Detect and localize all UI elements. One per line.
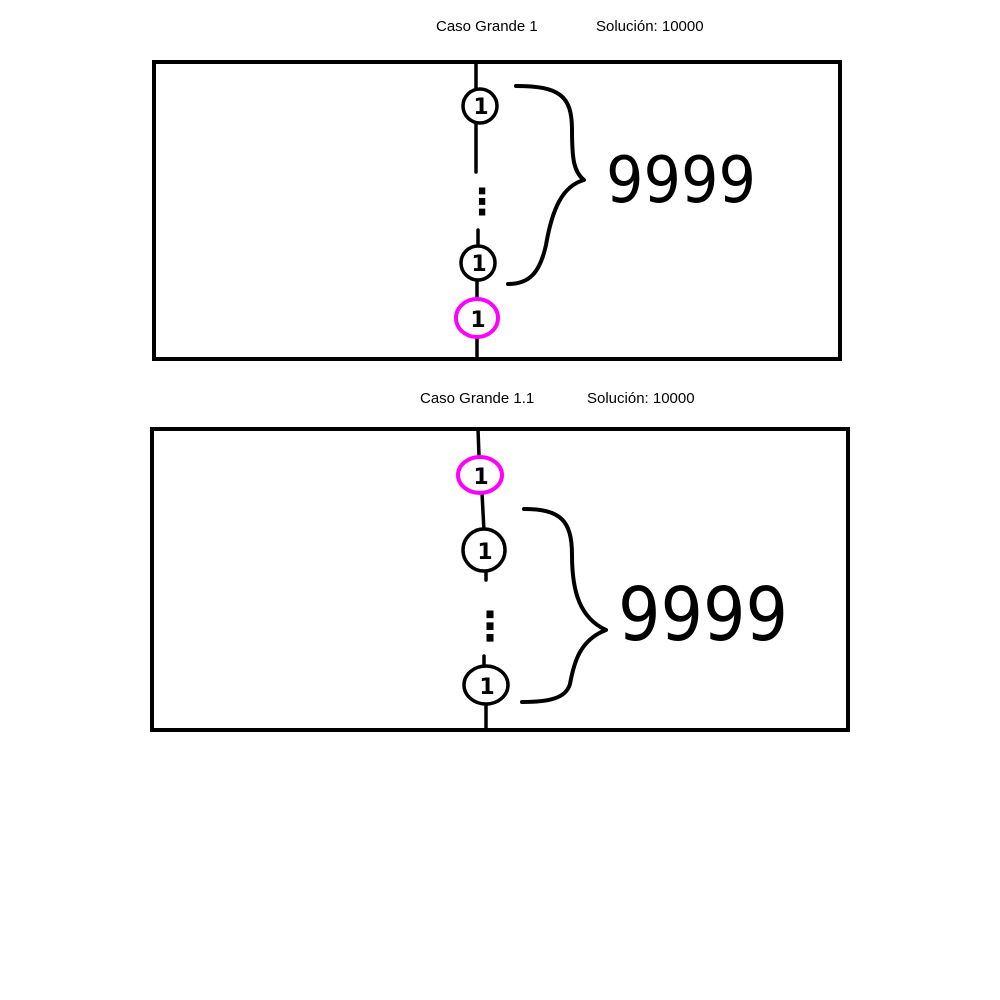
case1-panel: 1 ⋮ 1 1 9999 (152, 60, 842, 361)
case2-node-bottom-label: 1 (479, 675, 494, 700)
case1-node-top-label: 1 (473, 95, 488, 120)
case1-brace (506, 84, 586, 286)
case1-solution: Solución: 10000 (596, 18, 704, 35)
case2-group-count: 9999 (618, 572, 788, 658)
case1-spine (474, 60, 480, 361)
case2-solution: Solución: 10000 (587, 390, 695, 407)
case2-node-highlighted: 1 (456, 455, 504, 495)
case1-node-bottom: 1 (459, 244, 497, 282)
case2-panel: 1 1 ⋮ 1 9999 (150, 427, 850, 732)
case2-spine (476, 427, 488, 732)
case1-node-top: 1 (461, 87, 499, 125)
case1-group-count: 9999 (606, 144, 756, 218)
case2-node-highlighted-label: 1 (473, 465, 488, 490)
case2-node-top: 1 (461, 527, 507, 573)
case1-node-bottom-label: 1 (471, 252, 486, 277)
case1-title: Caso Grande 1 (436, 18, 538, 35)
case1-node-highlighted-label: 1 (470, 308, 485, 333)
case1-ellipsis: ⋮ (464, 182, 500, 223)
case2-ellipsis: ⋮ (470, 604, 510, 650)
case2-brace (520, 507, 608, 704)
case2-title: Caso Grande 1.1 (420, 390, 535, 407)
case1-frame (152, 60, 842, 361)
case2-node-bottom: 1 (462, 664, 510, 706)
case2-node-top-label: 1 (477, 540, 492, 565)
case1-node-highlighted: 1 (454, 297, 500, 339)
case2-frame (150, 427, 850, 732)
